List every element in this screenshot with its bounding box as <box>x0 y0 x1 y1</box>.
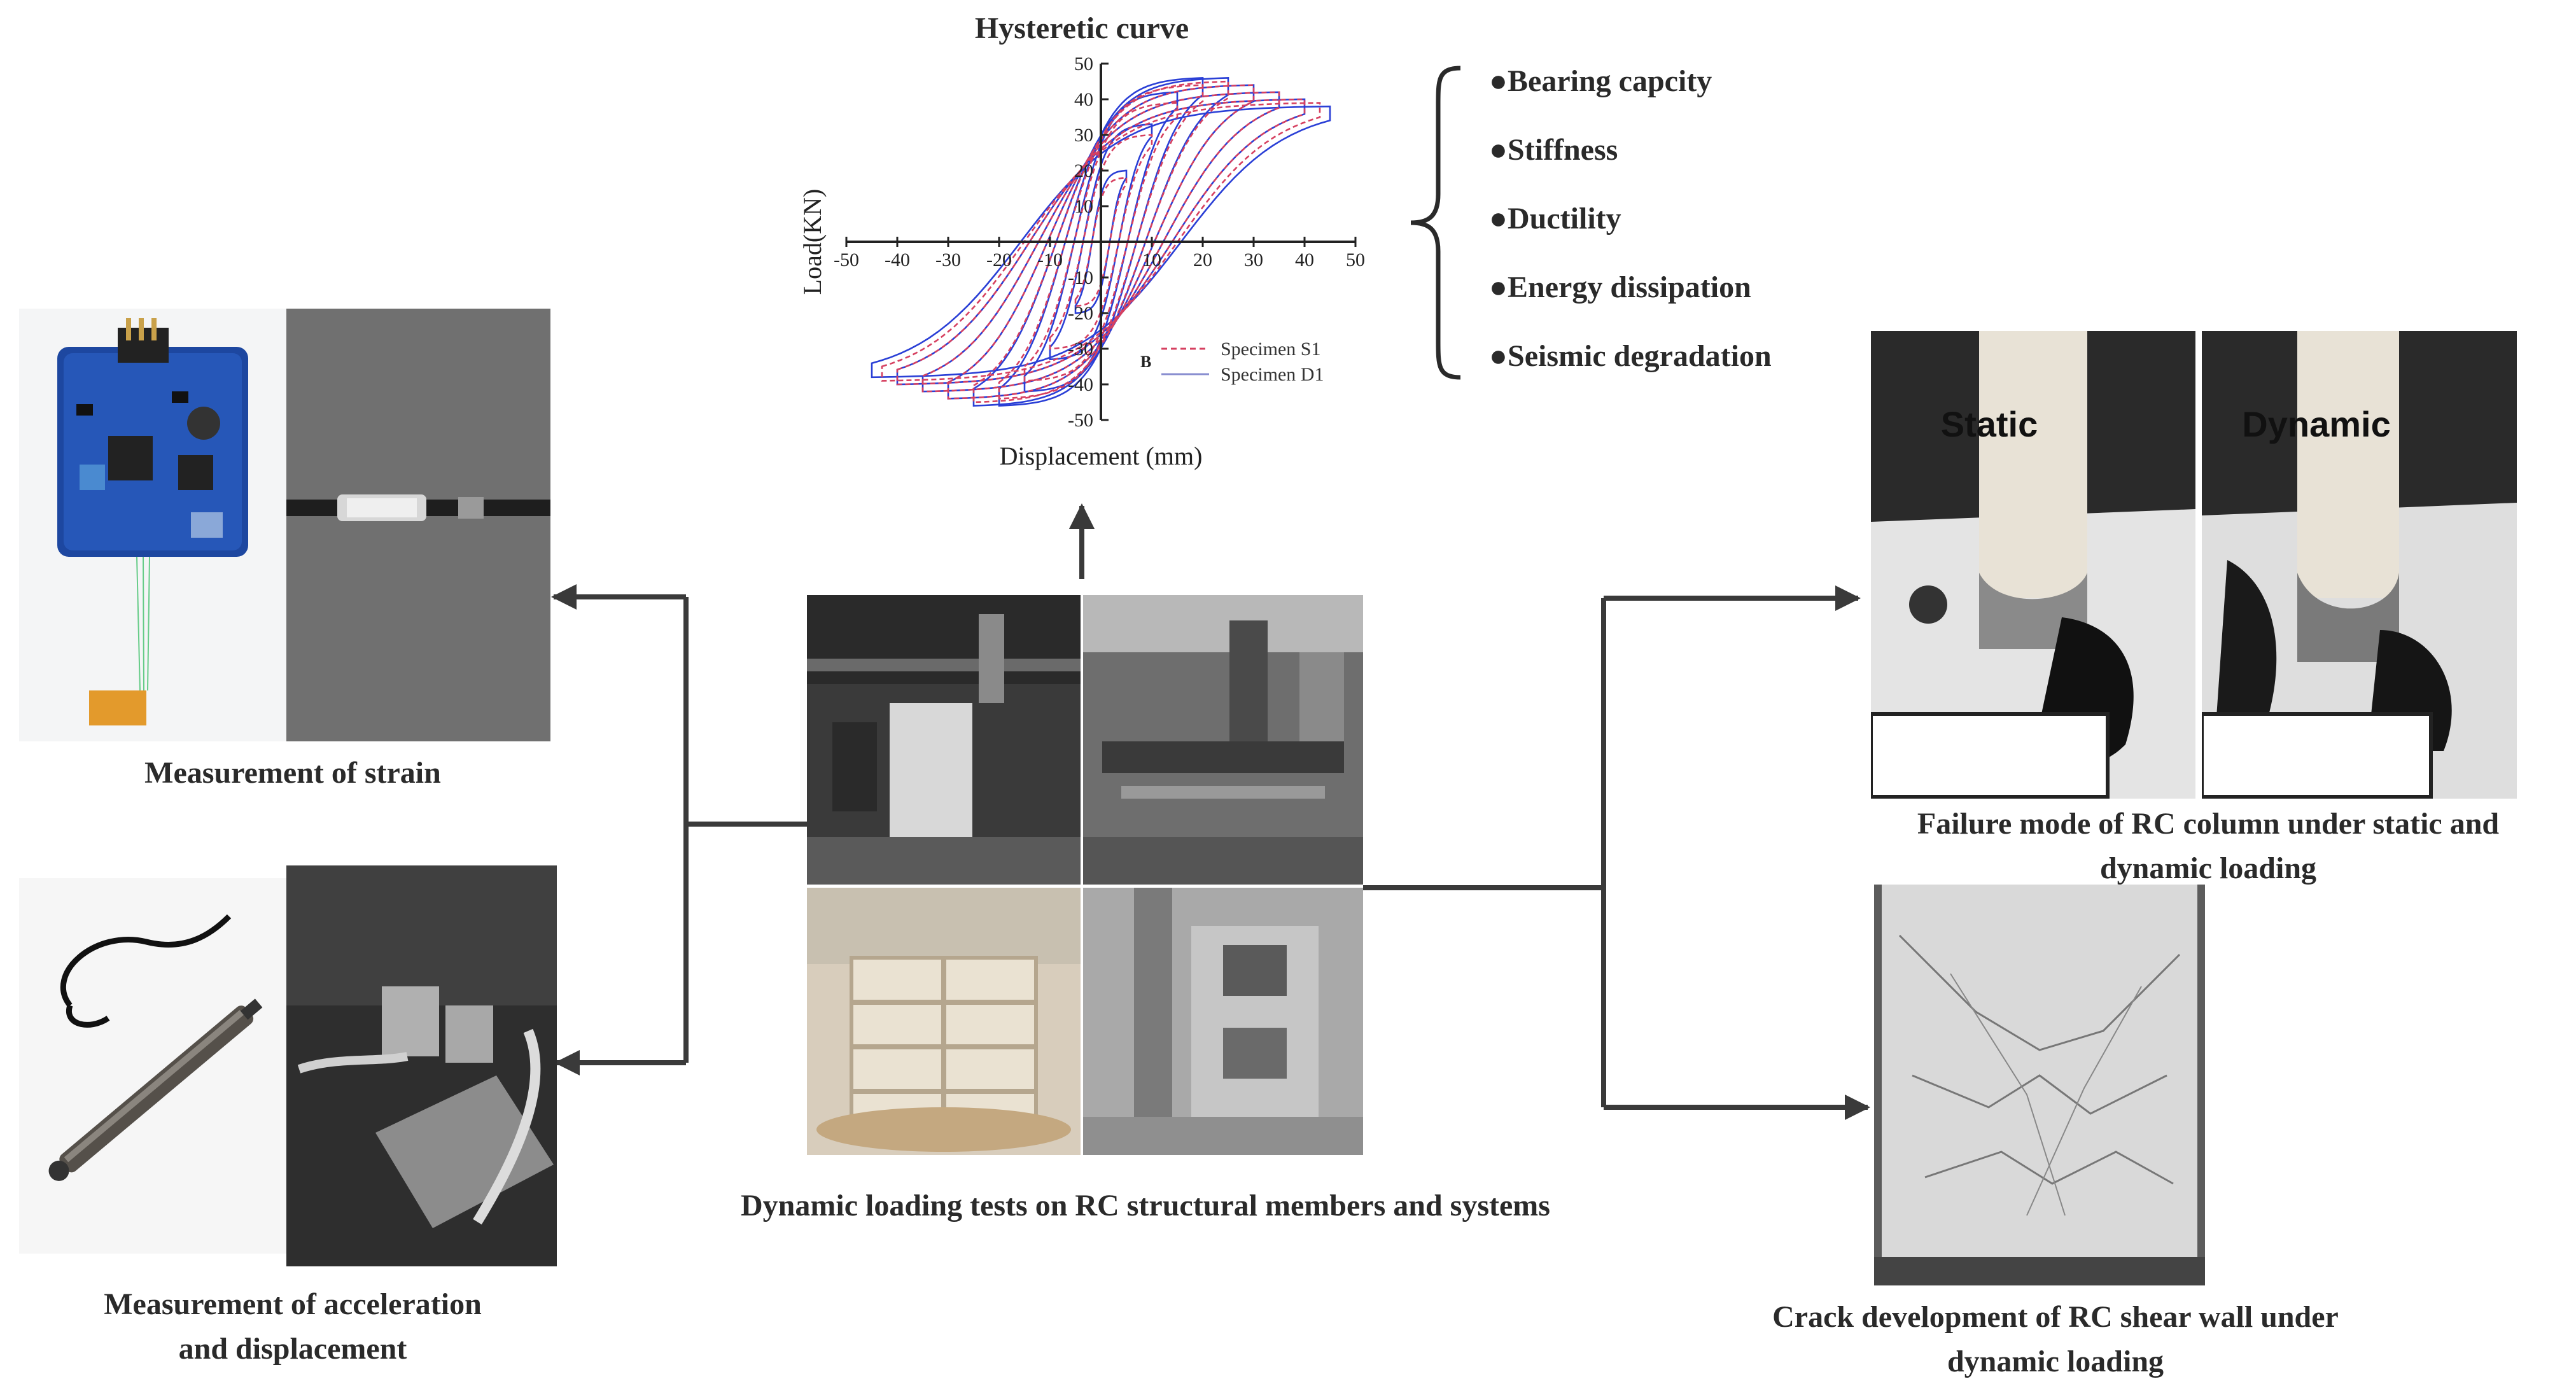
strain-caption: Measurement of strain <box>144 756 441 790</box>
static-label: Static <box>1940 404 2038 444</box>
y-tick-label: 30 <box>1074 125 1093 146</box>
crack-caption: Crack development of RC shear wall under… <box>1772 1300 2339 1378</box>
y-axis-label: Load(KN) <box>798 189 827 295</box>
hysteretic-curves <box>871 77 1331 407</box>
x-tick-label: -30 <box>935 249 961 270</box>
x-tick-label: 20 <box>1193 249 1212 270</box>
property-item: ●Seismic degradation <box>1489 339 1772 373</box>
bullet-dot: ● <box>1489 133 1508 167</box>
properties-list: ●Bearing capcity ●Stiffness ●Ductility ●… <box>1489 64 1845 395</box>
test-photo-building-model <box>807 888 1081 1155</box>
legend-label-s1: Specimen S1 <box>1221 339 1321 360</box>
series-d1-loop <box>1074 169 1128 314</box>
y-tick-label: -50 <box>1068 410 1093 431</box>
test-photo-wall-specimen <box>1083 888 1363 1155</box>
y-tick-label: -10 <box>1068 267 1093 288</box>
x-tick-label: 10 <box>1142 249 1161 270</box>
bullet-dot: ● <box>1489 64 1508 98</box>
series-s1-loop <box>921 91 1280 393</box>
x-axis-label: Displacement (mm) <box>1000 442 1203 470</box>
static-failure-photo <box>1871 331 2195 799</box>
legend-label-d1: Specimen D1 <box>1221 364 1324 385</box>
sensor-board-photo <box>19 309 286 741</box>
hysteretic-chart: -50 -40 -30 -20 -10 10 20 30 40 50 50 40 30 20 10 -10 -2… <box>798 53 1365 470</box>
y-tick-label: -30 <box>1068 339 1093 360</box>
series-s1-loop <box>881 102 1321 382</box>
y-tick-label: 10 <box>1074 196 1093 217</box>
lvdt-sensor-photo <box>19 878 286 1254</box>
test-photo-column-rig <box>807 595 1081 885</box>
x-tick-label: -40 <box>885 249 910 270</box>
failure-caption: Failure mode of RC column under static a… <box>1917 807 2500 885</box>
chart-legend: B Specimen S1 Specimen D1 <box>1140 339 1324 385</box>
property-item: ●Stiffness <box>1489 133 1618 167</box>
series-d1-loop <box>871 105 1331 379</box>
legend-marker: B <box>1140 353 1151 371</box>
property-item: ●Bearing capcity <box>1489 64 1712 98</box>
test-photo-frame-rig <box>1083 595 1363 885</box>
accelerometer-photo <box>286 865 557 1266</box>
x-tick-label: 40 <box>1295 249 1314 270</box>
x-tick-label: -50 <box>834 249 859 270</box>
y-tick-label: -40 <box>1068 374 1093 395</box>
dynamic-label: Dynamic <box>2242 404 2391 444</box>
properties-brace <box>1410 66 1461 380</box>
series-s1-loop <box>1023 102 1179 382</box>
shear-wall-photo <box>1874 885 2205 1285</box>
strain-gauge-photo <box>286 309 550 741</box>
bullet-dot: ● <box>1489 270 1508 304</box>
chart-title: Hysteretic curve <box>974 11 1189 45</box>
accel-caption: Measurement of acceleration and displace… <box>104 1287 482 1366</box>
bullet-dot: ● <box>1489 202 1508 235</box>
series-s1-loop <box>1049 134 1153 350</box>
series-s1-loop <box>947 84 1255 400</box>
property-item: ●Energy dissipation <box>1489 270 1751 304</box>
series-s1-loop <box>998 84 1204 400</box>
y-tick-label: 50 <box>1074 53 1093 74</box>
chart-axes: -50 -40 -30 -20 -10 10 20 30 40 50 50 40 30 20 10 -10 -2… <box>834 53 1365 431</box>
series-s1-loop <box>1074 176 1128 307</box>
x-tick-label: 30 <box>1244 249 1263 270</box>
x-tick-label: 50 <box>1346 249 1365 270</box>
y-tick-label: -20 <box>1068 303 1093 324</box>
dynamic-failure-photo <box>2202 331 2517 799</box>
y-tick-label: 40 <box>1074 89 1093 110</box>
bullet-dot: ● <box>1489 339 1508 373</box>
center-caption: Dynamic loading tests on RC structural m… <box>741 1189 1550 1222</box>
property-item: ●Ductility <box>1489 202 1621 235</box>
x-tick-label: -10 <box>1037 249 1063 270</box>
x-tick-label: -20 <box>986 249 1012 270</box>
y-tick-label: 20 <box>1074 160 1093 181</box>
series-s1-loop <box>896 98 1306 386</box>
